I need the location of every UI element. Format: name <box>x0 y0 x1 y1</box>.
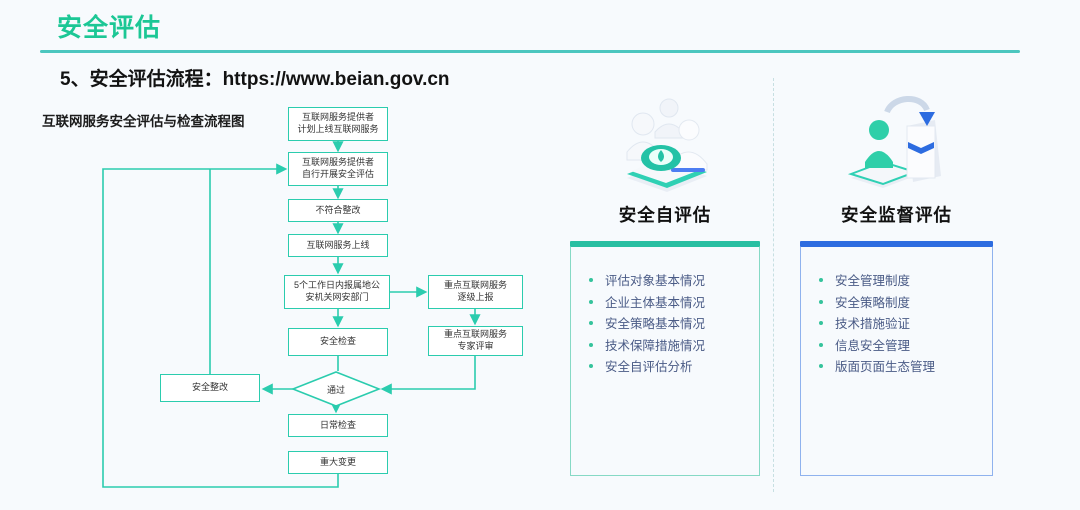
people-eye-3d-icon <box>570 88 760 200</box>
list-item-text: 安全自评估分析 <box>605 360 693 374</box>
list-item-text: 安全策略制度 <box>835 295 911 310</box>
flow-node-rectify: 安全整改 <box>160 374 260 402</box>
bullet-dot <box>589 299 593 304</box>
title-underline <box>40 50 1020 53</box>
flow-node-plan: 互联网服务提供者 计划上线互联网服务 <box>288 107 388 141</box>
supervision-list: 安全管理制度 安全策略制度 技术措施验证 信息安全管理 版面页面生态管理 <box>819 271 984 379</box>
list-item: 信息安全管理 <box>819 336 984 358</box>
panel-title-supervision: 安全监督评估 <box>841 205 952 225</box>
supervision-panel: 安全监督评估 安全管理制度 安全策略制度 技术措施验证 信息安全管理 版面页面生… <box>800 88 993 476</box>
list-item: 企业主体基本情况 <box>589 293 751 315</box>
flow-node-rectify-noncompliant: 不符合整改 <box>288 199 388 222</box>
flow-node-self-assess: 互联网服务提供者 自行开展安全评估 <box>288 152 388 186</box>
flow-node-key-report: 重点互联网服务 逐级上报 <box>428 275 523 309</box>
panel-divider <box>773 78 774 492</box>
list-item-text: 技术保障措施情况 <box>605 338 706 353</box>
panel-title-self-assessment: 安全自评估 <box>618 205 712 225</box>
list-item-text: 企业主体基本情况 <box>605 295 706 310</box>
bullet-dot <box>589 364 593 368</box>
flow-node-expert-review: 重点互联网服务 专家评审 <box>428 326 523 356</box>
section-label: 5、安全评估流程： <box>60 69 223 90</box>
flow-node-major-change: 重大变更 <box>288 451 388 474</box>
flow-node-pass-decision: 通过 <box>326 384 345 395</box>
panel-box: 评估对象基本情况 企业主体基本情况 安全策略基本情况 技术保障措施情况 安全自评… <box>570 247 760 476</box>
panel-box: 安全管理制度 安全策略制度 技术措施验证 信息安全管理 版面页面生态管理 <box>800 247 993 476</box>
list-item: 技术措施验证 <box>819 314 984 336</box>
list-item-text: 评估对象基本情况 <box>605 274 706 288</box>
bullet-dot <box>819 321 823 325</box>
flow-node-report-police: 5个工作日内报属地公 安机关网安部门 <box>284 275 390 309</box>
beian-url[interactable]: https://www.beian.gov.cn <box>222 69 450 90</box>
list-item: 安全策略基本情况 <box>589 314 751 336</box>
bullet-dot <box>589 321 593 325</box>
person-submit-box-3d-icon <box>800 88 993 200</box>
bullet-dot <box>819 364 823 368</box>
list-item-text: 安全策略基本情况 <box>605 317 706 331</box>
self-assessment-list: 评估对象基本情况 企业主体基本情况 安全策略基本情况 技术保障措施情况 安全自评… <box>589 271 751 379</box>
flow-node-go-live: 互联网服务上线 <box>288 234 388 257</box>
flow-node-daily-check: 日常检查 <box>288 414 388 437</box>
bullet-dot <box>819 342 823 347</box>
panel-accent-bar <box>570 241 760 247</box>
list-item-text: 版面页面生态管理 <box>835 360 936 374</box>
bullet-dot <box>819 299 823 304</box>
bullet-dot <box>819 278 823 282</box>
list-item: 版面页面生态管理 <box>819 357 984 379</box>
list-item-text: 安全管理制度 <box>835 274 911 288</box>
panel-accent-bar <box>800 241 993 247</box>
page-title: 安全评估 <box>57 14 162 42</box>
flowchart-caption: 互联网服务安全评估与检查流程图 <box>42 114 245 129</box>
flow-node-security-check: 安全检查 <box>288 328 388 356</box>
self-assessment-panel: 安全自评估 评估对象基本情况 企业主体基本情况 安全策略基本情况 技术保障措施情… <box>570 88 760 476</box>
list-item: 安全自评估分析 <box>589 357 751 379</box>
section-heading: 5、安全评估流程：https://www.beian.gov.cn <box>60 64 450 91</box>
list-item: 评估对象基本情况 <box>589 271 751 293</box>
bullet-dot <box>589 278 593 282</box>
list-item-text: 信息安全管理 <box>835 338 911 353</box>
list-item-text: 技术措施验证 <box>835 317 911 331</box>
bullet-dot <box>589 342 593 347</box>
list-item: 技术保障措施情况 <box>589 336 751 358</box>
list-item: 安全管理制度 <box>819 271 984 293</box>
list-item: 安全策略制度 <box>819 293 984 315</box>
